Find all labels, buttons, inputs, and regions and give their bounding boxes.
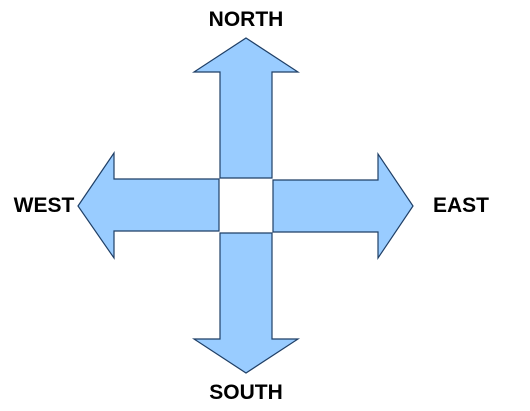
south-label: SOUTH [209,381,283,404]
east-arrow [272,152,414,260]
east-label: EAST [433,194,489,217]
west-label: WEST [14,194,75,217]
north-label: NORTH [209,8,284,31]
south-arrow [191,232,301,374]
west-arrow [77,151,220,260]
north-arrow [191,37,301,179]
